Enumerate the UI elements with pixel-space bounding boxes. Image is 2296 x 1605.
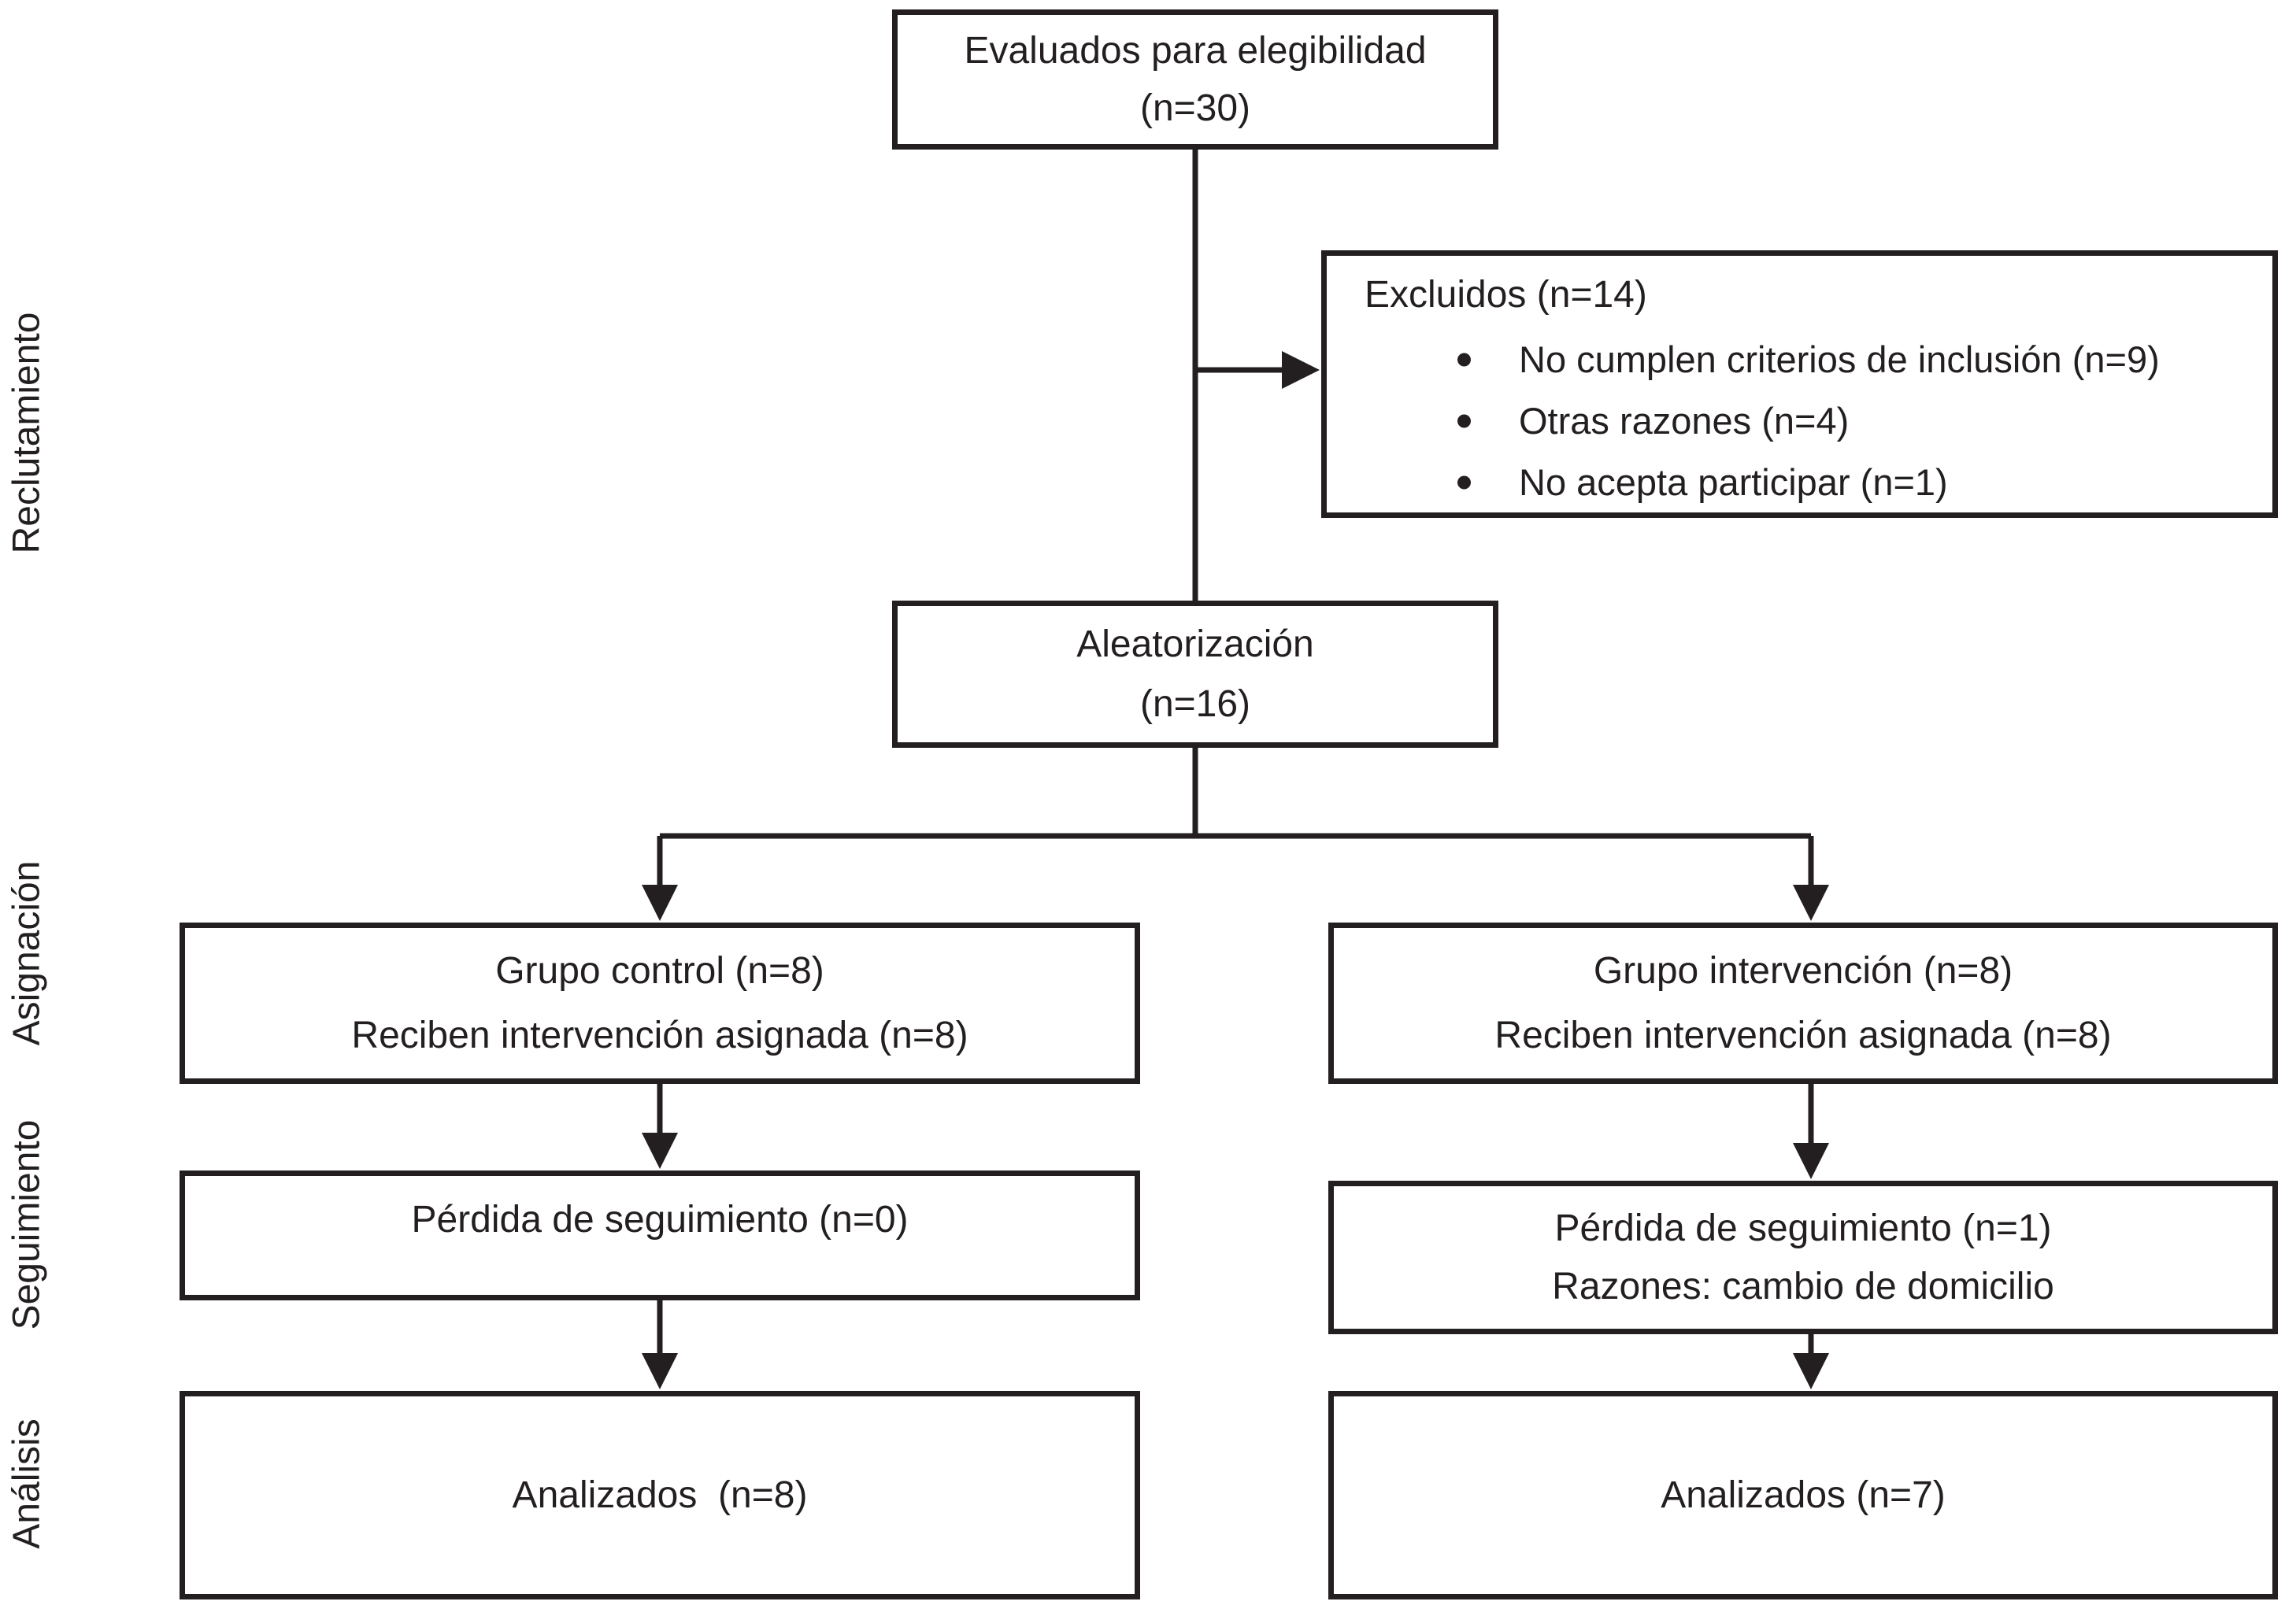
stage-label-recruitment: Reclutamiento: [6, 312, 48, 554]
group-intervention-title: Grupo intervención (n=8): [1593, 949, 2013, 992]
analysis-control-text: Analizados (n=8): [512, 1474, 808, 1516]
randomization-text: Aleatorización: [1076, 623, 1314, 665]
followup-intervention-box: Pérdida de seguimiento (n=1) Razones: ca…: [1328, 1181, 2278, 1334]
excluded-reason-item: No acepta participar (n=1): [1457, 452, 2160, 513]
excluded-reason-item: No cumplen criterios de inclusión (n=9): [1457, 329, 2160, 390]
eligibility-box: Evaluados para elegibilidad (n=30): [892, 9, 1498, 150]
arrow-down-icon: [1793, 1143, 1829, 1179]
group-intervention-box: Grupo intervención (n=8) Reciben interve…: [1328, 923, 2278, 1084]
excluded-box: Excluidos (n=14) No cumplen criterios de…: [1321, 250, 2278, 518]
stage-label-followup: Seguimiento: [6, 1119, 48, 1330]
followup-control-text: Pérdida de seguimiento (n=0): [411, 1199, 909, 1241]
arrow-down-icon: [642, 1353, 678, 1389]
analysis-intervention-text: Analizados (n=7): [1661, 1474, 1946, 1516]
excluded-title: Excluidos (n=14): [1365, 274, 1647, 316]
arrow-down-icon: [642, 885, 678, 921]
arrow-down-icon: [642, 1133, 678, 1169]
followup-control-box: Pérdida de seguimiento (n=0): [180, 1170, 1140, 1300]
arrow-down-icon: [1793, 1353, 1829, 1389]
randomization-count: (n=16): [1139, 682, 1251, 725]
stage-label-analysis: Análisis: [6, 1418, 48, 1549]
stage-label-assignment: Asignación: [6, 860, 48, 1046]
group-control-subtitle: Reciben intervención asignada (n=8): [351, 1014, 968, 1056]
group-control-title: Grupo control (n=8): [495, 949, 824, 992]
eligibility-text: Evaluados para elegibilidad: [964, 29, 1427, 72]
eligibility-count: (n=30): [1139, 87, 1251, 129]
followup-intervention-reason: Razones: cambio de domicilio: [1552, 1265, 2054, 1307]
analysis-intervention-box: Analizados (n=7): [1328, 1391, 2278, 1599]
excluded-reason-item: Otras razones (n=4): [1457, 390, 2160, 452]
analysis-control-box: Analizados (n=8): [180, 1391, 1140, 1599]
followup-intervention-text: Pérdida de seguimiento (n=1): [1554, 1207, 2052, 1250]
excluded-reasons-list: No cumplen criterios de inclusión (n=9) …: [1365, 329, 2160, 513]
group-intervention-subtitle: Reciben intervención asignada (n=8): [1494, 1014, 2112, 1056]
arrow-right-icon: [1282, 351, 1320, 389]
arrow-down-icon: [1793, 885, 1829, 921]
randomization-box: Aleatorización (n=16): [892, 601, 1498, 748]
group-control-box: Grupo control (n=8) Reciben intervención…: [180, 923, 1140, 1084]
